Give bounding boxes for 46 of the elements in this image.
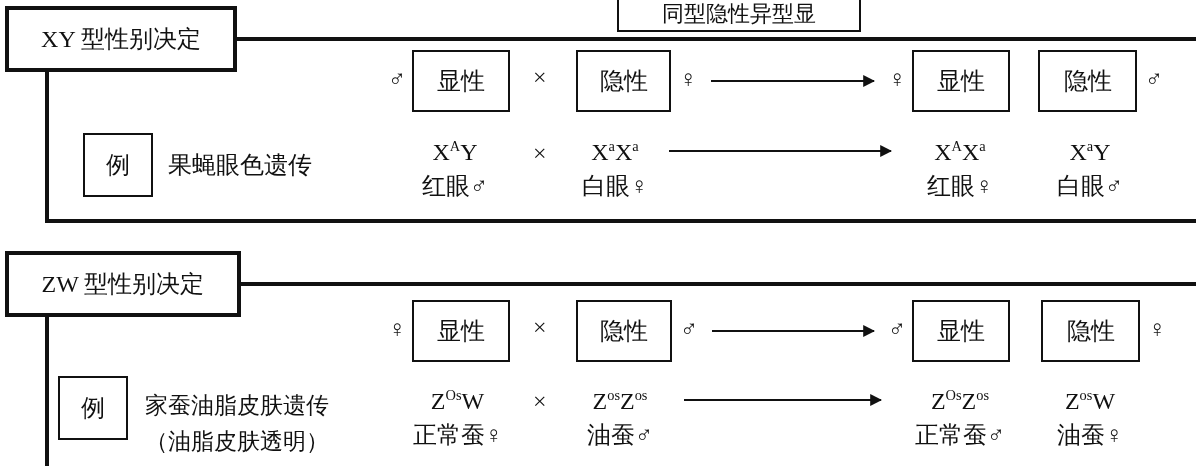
example-box: 例 [58,376,128,440]
sex-symbol: ♀ [888,66,906,93]
section-header: ZW 型性别决定 [5,251,241,317]
trait-box: 隐性 [576,50,671,112]
phenotype-text: 正常蚕♂ [915,421,1005,450]
cross-sign: × [533,314,547,341]
example-caption: 家蚕油脂皮肤遗传（油脂皮肤透明） [145,392,329,456]
sex-symbol: ♀ [679,66,697,93]
trait-box: 显性 [912,50,1010,112]
phenotype-text: 红眼♂ [422,172,488,201]
trait-box: 隐性 [1041,300,1140,362]
example-caption: 果蝇眼色遗传 [168,151,312,180]
sex-symbol: ♀ [388,316,406,343]
genotype-text: Z$^{os}$Z$^{os}$ [592,386,648,416]
phenotype-text: 正常蚕♀ [412,421,503,450]
cross-sign: × [533,388,547,415]
arrow [668,145,893,157]
phenotype-text: 油蚕♂ [587,421,653,450]
genotype-text: Z$^{Os}$Z$^{os}$ [930,386,990,416]
section-header: XY 型性别决定 [5,6,237,72]
genotype-text: X$^{a}$Y [1069,137,1111,167]
phenotype-text: 红眼♀ [927,172,993,201]
arrow [710,75,876,87]
sex-symbol: ♀ [1148,316,1166,343]
cross-sign: × [533,64,547,91]
genotype-text: X$^{a}$X$^{a}$ [591,137,639,167]
sex-symbol: ♂ [888,316,906,343]
genotype-text: Z$^{Os}$W [430,386,485,416]
arrow [711,325,876,337]
genotype-text: X$^{A}$X$^{a}$ [934,137,986,167]
sex-symbol: ♂ [388,66,406,93]
trait-box: 显性 [912,300,1010,362]
trait-box: 隐性 [1038,50,1137,112]
sex-symbol: ♂ [680,316,698,343]
phenotype-text: 油蚕♀ [1057,421,1123,450]
phenotype-text: 白眼♂ [1057,172,1123,201]
genotype-text: X$^{A}$Y [432,137,478,167]
arrow [683,394,883,406]
cross-sign: × [533,140,547,167]
sex-symbol: ♂ [1145,66,1163,93]
trait-box: 显性 [412,300,510,362]
trait-box: 显性 [412,50,510,112]
trait-box: 隐性 [576,300,672,362]
genotype-text: Z$^{os}$W [1064,386,1116,416]
example-box: 例 [83,133,153,197]
phenotype-text: 白眼♀ [582,172,648,201]
